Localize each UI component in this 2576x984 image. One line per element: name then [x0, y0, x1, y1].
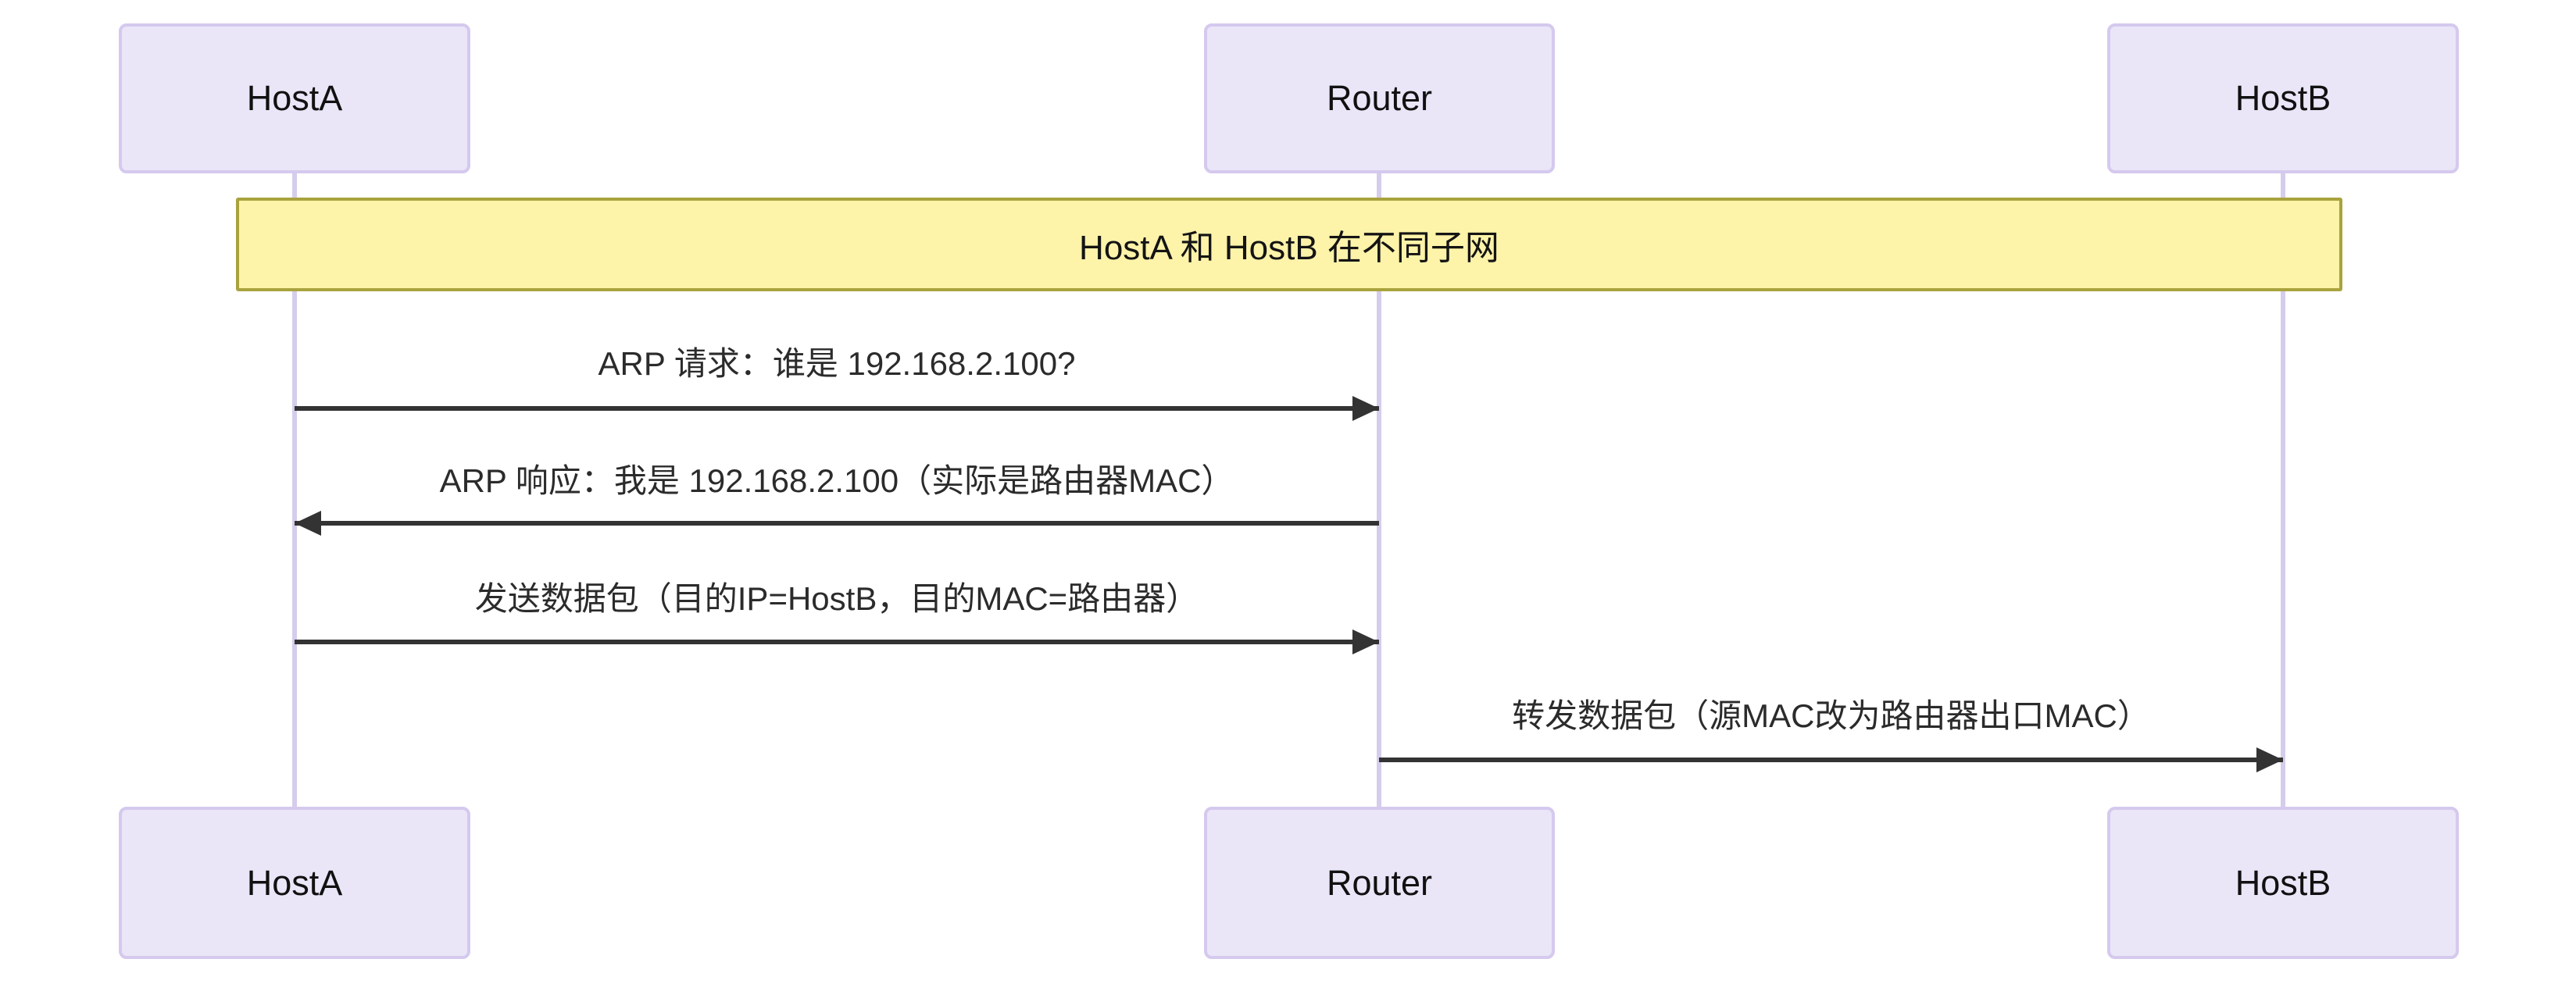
- actor-top-router: Router: [1204, 23, 1555, 173]
- message-1-label: ARP 请求：谁是 192.168.2.100?: [598, 345, 1076, 382]
- note-banner: HostA 和 HostB 在不同子网: [236, 198, 2342, 291]
- actor-bottom-hostb: HostB: [2107, 807, 2459, 959]
- message-1-arrow: [295, 396, 1379, 421]
- note-banner-text: HostA 和 HostB 在不同子网: [1079, 229, 1499, 267]
- actor-top-hostb-label: HostB: [2235, 78, 2331, 118]
- message-4-label: 转发数据包（源MAC改为路由器出口MAC）: [1512, 697, 2150, 734]
- actor-top-hosta-label: HostA: [246, 78, 343, 118]
- actor-bottom-router-label: Router: [1326, 862, 1433, 903]
- message-3-arrow: [295, 629, 1379, 654]
- message-2-arrow: [295, 511, 1379, 536]
- actor-top-router-label: Router: [1326, 78, 1433, 118]
- lifeline-router: [1377, 173, 1381, 807]
- actor-bottom-hosta-label: HostA: [246, 862, 343, 903]
- lifeline-hostb: [2281, 173, 2285, 807]
- actor-bottom-router: Router: [1204, 807, 1555, 959]
- lifeline-hosta: [292, 173, 297, 807]
- actor-bottom-hostb-label: HostB: [2235, 862, 2331, 903]
- message-2-label: ARP 响应：我是 192.168.2.100（实际是路由器MAC）: [439, 462, 1234, 499]
- actor-bottom-hosta: HostA: [119, 807, 470, 959]
- message-4-arrow: [1379, 747, 2283, 772]
- message-3-label: 发送数据包（目的IP=HostB，目的MAC=路由器）: [474, 580, 1199, 617]
- actor-top-hosta: HostA: [119, 23, 470, 173]
- actor-top-hostb: HostB: [2107, 23, 2459, 173]
